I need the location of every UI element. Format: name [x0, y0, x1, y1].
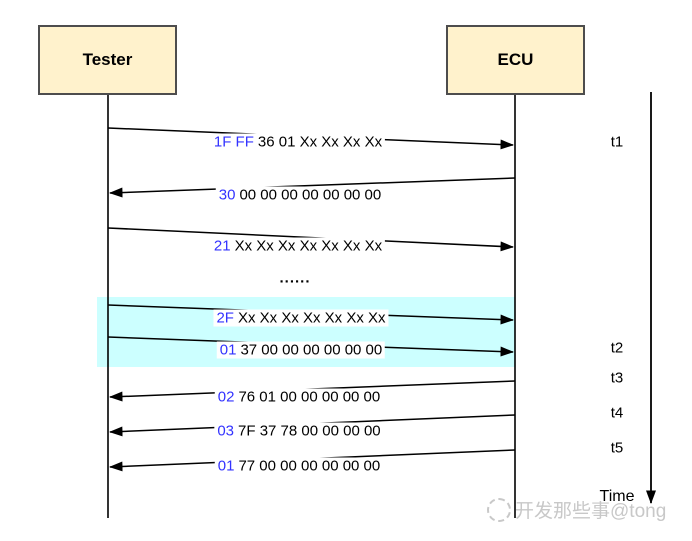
message-4-pci: 2F — [216, 309, 234, 327]
time-axis-label: Time — [599, 488, 635, 505]
actor-tester-label: Tester — [82, 50, 133, 69]
time-label-t5: t5 — [610, 439, 624, 457]
time-label-t2: t2 — [610, 339, 624, 357]
message-2-bytes: 00 00 00 00 00 00 00 — [239, 186, 382, 204]
message-8-pci: 01 — [217, 457, 235, 475]
watermark-logo-icon — [487, 497, 511, 522]
message-8-bytes: 77 00 00 00 00 00 00 — [238, 457, 381, 475]
message-2-pci: 30 — [218, 186, 236, 204]
message-3-pci: 21 — [213, 237, 231, 255]
actor-ecu: ECU — [446, 25, 585, 95]
watermark-text: 开发那些事@tong — [515, 501, 667, 522]
time-label-t3: t3 — [610, 369, 624, 387]
watermark: 开发那些事@tong — [487, 496, 666, 523]
message-6-pci: 02 — [217, 388, 235, 406]
actor-tester: Tester — [38, 25, 177, 95]
time-label-t1: t1 — [610, 133, 624, 151]
message-4-bytes: Xx Xx Xx Xx Xx Xx Xx — [237, 309, 386, 327]
message-6-bytes: 76 01 00 00 00 00 00 — [238, 388, 381, 406]
actor-ecu-label: ECU — [497, 50, 534, 69]
arrow-msg-2 — [109, 177, 516, 198]
time-label-t4: t4 — [610, 404, 624, 422]
message-5-bytes: 37 00 00 00 00 00 00 — [240, 341, 383, 359]
message-3-bytes: Xx Xx Xx Xx Xx Xx Xx — [234, 237, 383, 255]
message-1-pci: 1F FF — [213, 133, 254, 151]
message-1-bytes: 36 01 Xx Xx Xx Xx — [257, 133, 383, 151]
ellipsis: ...... — [279, 269, 311, 287]
message-7-bytes: 7F 37 78 00 00 00 00 — [238, 422, 381, 440]
message-5-pci: 01 — [219, 341, 237, 359]
message-7-pci: 03 — [217, 422, 235, 440]
